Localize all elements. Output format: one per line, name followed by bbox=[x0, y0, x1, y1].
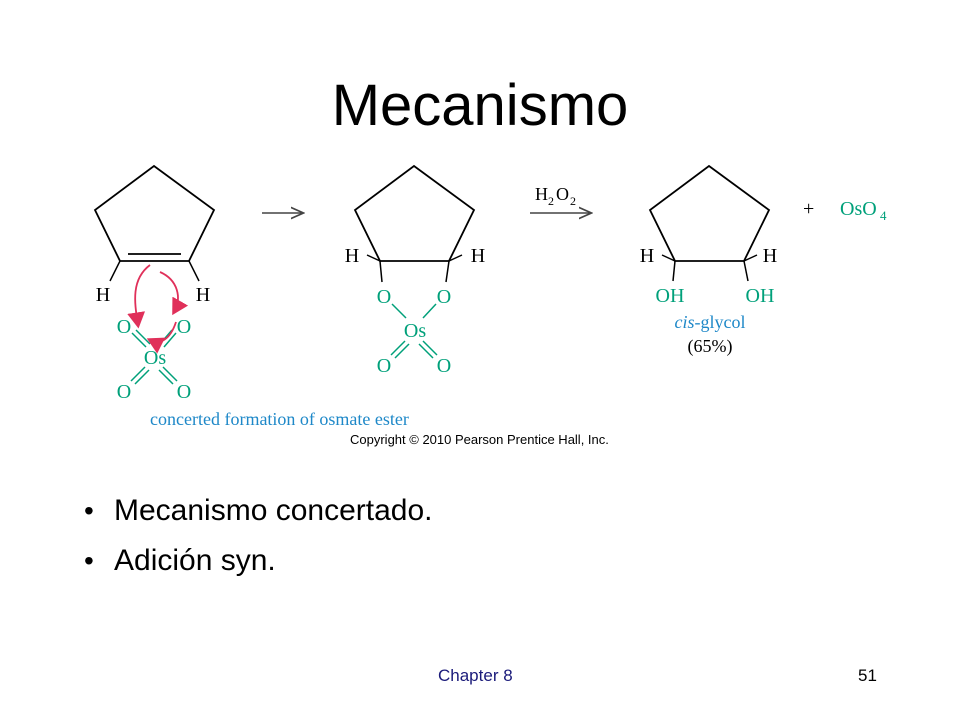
reaction-mechanism-diagram: H H O O Os O O concerted formation of os… bbox=[93, 164, 887, 447]
s1-oxygen-tr: O bbox=[177, 316, 191, 338]
s1-osmium: Os bbox=[144, 347, 166, 369]
cyclopentene-ring bbox=[93, 164, 216, 262]
s1-h-right: H bbox=[196, 284, 210, 306]
svg-text:4: 4 bbox=[880, 208, 887, 223]
plus-sign: + bbox=[803, 198, 814, 220]
s1-os-bonds bbox=[130, 329, 178, 385]
cis-glycol-ring bbox=[648, 164, 771, 262]
s2-oxygen-bl: O bbox=[377, 355, 391, 377]
p-oh-left: OH bbox=[656, 285, 685, 307]
p-h-right: H bbox=[763, 245, 777, 267]
slide-title: Mecanismo bbox=[331, 73, 629, 138]
osmate-caption: concerted formation of osmate ester bbox=[150, 409, 409, 429]
s2-os-bonds bbox=[390, 303, 438, 359]
s2-oxygen-right: O bbox=[437, 286, 451, 308]
s1-oxygen-bl: O bbox=[117, 381, 131, 403]
p-h-left: H bbox=[640, 245, 654, 267]
s1-oxygen-br: O bbox=[177, 381, 191, 403]
bullet-text: Mecanismo concertado. bbox=[114, 494, 433, 527]
s2-oxygen-br: O bbox=[437, 355, 451, 377]
svg-text:OsO: OsO bbox=[840, 198, 877, 220]
s2-h-left: H bbox=[345, 245, 359, 267]
page-number: 51 bbox=[858, 666, 877, 685]
bullet-item: • Mecanismo concertado. bbox=[84, 486, 433, 536]
electron-flow-arrows bbox=[127, 264, 189, 354]
reagent-h2o2: H 2 O 2 bbox=[535, 184, 576, 208]
s2-oxygen-left: O bbox=[377, 286, 391, 308]
footer-chapter: Chapter 8 bbox=[438, 666, 513, 685]
product-name: cis-glycol bbox=[675, 312, 746, 332]
product-yield: (65%) bbox=[688, 336, 733, 357]
s2-osmium: Os bbox=[404, 320, 426, 342]
s1-oxygen-tl: O bbox=[117, 316, 131, 338]
bullet-text: Adición syn. bbox=[114, 544, 276, 577]
bullet-dot: • bbox=[84, 545, 94, 576]
s2-h-right: H bbox=[471, 245, 485, 267]
svg-text:O: O bbox=[556, 184, 569, 204]
bullet-item: • Adición syn. bbox=[84, 536, 433, 586]
svg-text:2: 2 bbox=[570, 194, 576, 208]
byproduct-oso4: OsO 4 bbox=[840, 198, 887, 223]
svg-text:2: 2 bbox=[548, 194, 554, 208]
svg-text:H: H bbox=[535, 184, 548, 204]
bullet-list: • Mecanismo concertado. • Adición syn. bbox=[84, 486, 433, 586]
copyright-notice: Copyright © 2010 Pearson Prentice Hall, … bbox=[350, 432, 609, 447]
s1-h-left: H bbox=[96, 284, 110, 306]
bullet-dot: • bbox=[84, 495, 94, 526]
p-oh-right: OH bbox=[746, 285, 775, 307]
osmate-ester-ring bbox=[353, 164, 476, 262]
